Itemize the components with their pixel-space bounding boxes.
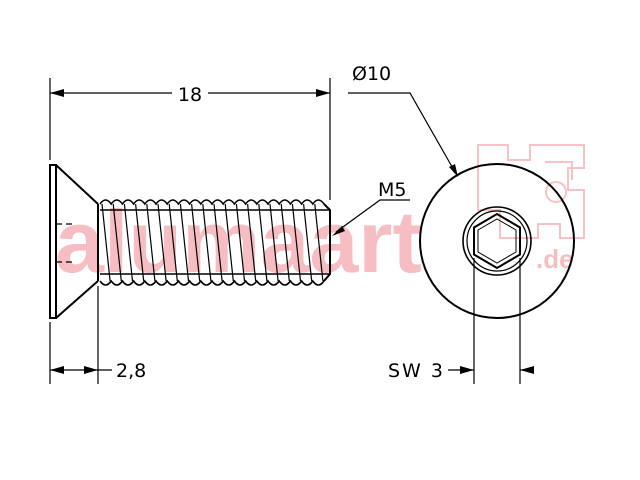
head-outer-circle (419, 163, 575, 319)
hex-label: SW 3 (388, 360, 445, 382)
diameter-label: Ø10 (352, 63, 391, 85)
head-face (49, 164, 57, 319)
hex-arrows (460, 366, 534, 374)
hex-socket-inner (477, 218, 517, 264)
hex-socket (473, 212, 521, 270)
shank-end (323, 203, 331, 282)
socket-inner-circle (466, 210, 528, 272)
thread-crest-bottom (99, 279, 325, 286)
side-view: 18 2,8 M5 (49, 78, 410, 384)
socket-circle (462, 206, 532, 276)
head-taper-bottom (55, 280, 99, 319)
diameter-leader-line (348, 92, 456, 173)
thread-minor-lines (100, 209, 330, 275)
thread-crest-top (99, 199, 325, 206)
thread-leader-line (335, 199, 410, 233)
length-extension-lines (49, 78, 331, 200)
length-label-bg (172, 82, 208, 104)
head-height-label: 2,8 (116, 360, 146, 382)
head-height-extension-lines (49, 286, 99, 384)
watermark-domain: .de (536, 244, 574, 274)
end-view: Ø10 SW 3 (348, 63, 575, 384)
diameter-leader-arrow (449, 164, 458, 177)
head-height-arrows (50, 366, 98, 374)
thread-helix-lines (101, 203, 324, 282)
head-taper-top (55, 164, 99, 205)
thread-label: M5 (378, 179, 406, 201)
thread-leader-arrow (332, 226, 345, 236)
hex-extension-lines (473, 258, 521, 384)
socket-hidden-lines (56, 223, 72, 263)
length-label: 18 (178, 84, 202, 106)
watermark-logo (477, 144, 585, 239)
